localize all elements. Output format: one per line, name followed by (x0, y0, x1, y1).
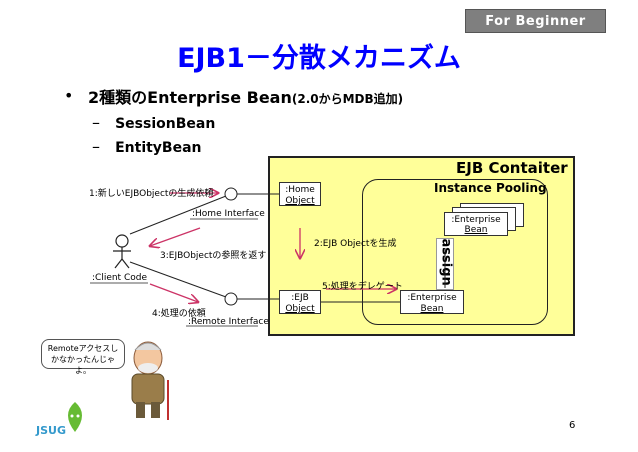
sub-bullet-1-text: SessionBean (115, 116, 216, 132)
sub-bullet-dash: – (92, 137, 100, 156)
remote-interface-label: :Remote Interface (188, 317, 269, 327)
speech-bubble: Remoteアクセスしかなかったんじゃよ。 (41, 339, 125, 375)
home-object: :Home Object (279, 182, 321, 206)
jsug-leaf-logo (68, 402, 82, 432)
client-actor-icon (113, 234, 131, 269)
sub-bullet-1: – SessionBean (92, 113, 215, 132)
message-2-label: 2:EJB Objectを生成 (314, 239, 397, 249)
ejb-object-label-1: :EJB (291, 293, 309, 303)
home-interface-label: :Home Interface (192, 209, 265, 219)
message-5-label: 5:処理をデレゲート (322, 282, 403, 292)
bullet-marker: • (64, 86, 74, 105)
pooled-bean-label-1: :Enterprise (451, 215, 501, 225)
bullet-point-1: 2種類のEnterprise Bean(2.0からMDB追加) (88, 84, 403, 108)
sub-bullet-dash: – (92, 113, 100, 132)
jsug-logo-text: JSUG (36, 424, 66, 437)
message-1-label: 1:新しいEJBObjectの生成依頼 (89, 189, 214, 199)
old-man-illustration (131, 341, 169, 420)
pooled-bean-label-2: Bean (464, 225, 488, 235)
ejb-object: :EJB Object (279, 290, 321, 314)
enterprise-bean-label-2: Bean (420, 304, 444, 314)
home-object-label-2: Object (285, 196, 315, 206)
page-number: 6 (569, 420, 576, 431)
bullet-point-1-text: 2種類のEnterprise Bean (88, 88, 292, 107)
level-badge: For Beginner (465, 9, 606, 33)
pooled-bean-front: :Enterprise Bean (444, 212, 508, 236)
ejb-container-title: EJB Contaiter (456, 159, 568, 177)
instance-pool-title: Instance Pooling (434, 181, 547, 195)
enterprise-bean-label-1: :Enterprise (407, 293, 457, 303)
message-3-label: 3:EJBObjectの参照を返す (160, 251, 267, 261)
ejb-object-label-2: Object (285, 304, 315, 314)
sub-bullet-2: – EntityBean (92, 137, 202, 156)
client-code-label: :Client Code (92, 273, 147, 283)
sub-bullet-2-text: EntityBean (115, 140, 202, 156)
bullet-point-1-note: (2.0からMDB追加) (291, 92, 404, 106)
enterprise-bean: :Enterprise Bean (400, 290, 464, 314)
home-object-label-1: :Home (285, 185, 315, 195)
slide-title: EJB1－分散メカニズム (177, 43, 461, 74)
message-4-label: 4:処理の依頼 (152, 309, 206, 319)
